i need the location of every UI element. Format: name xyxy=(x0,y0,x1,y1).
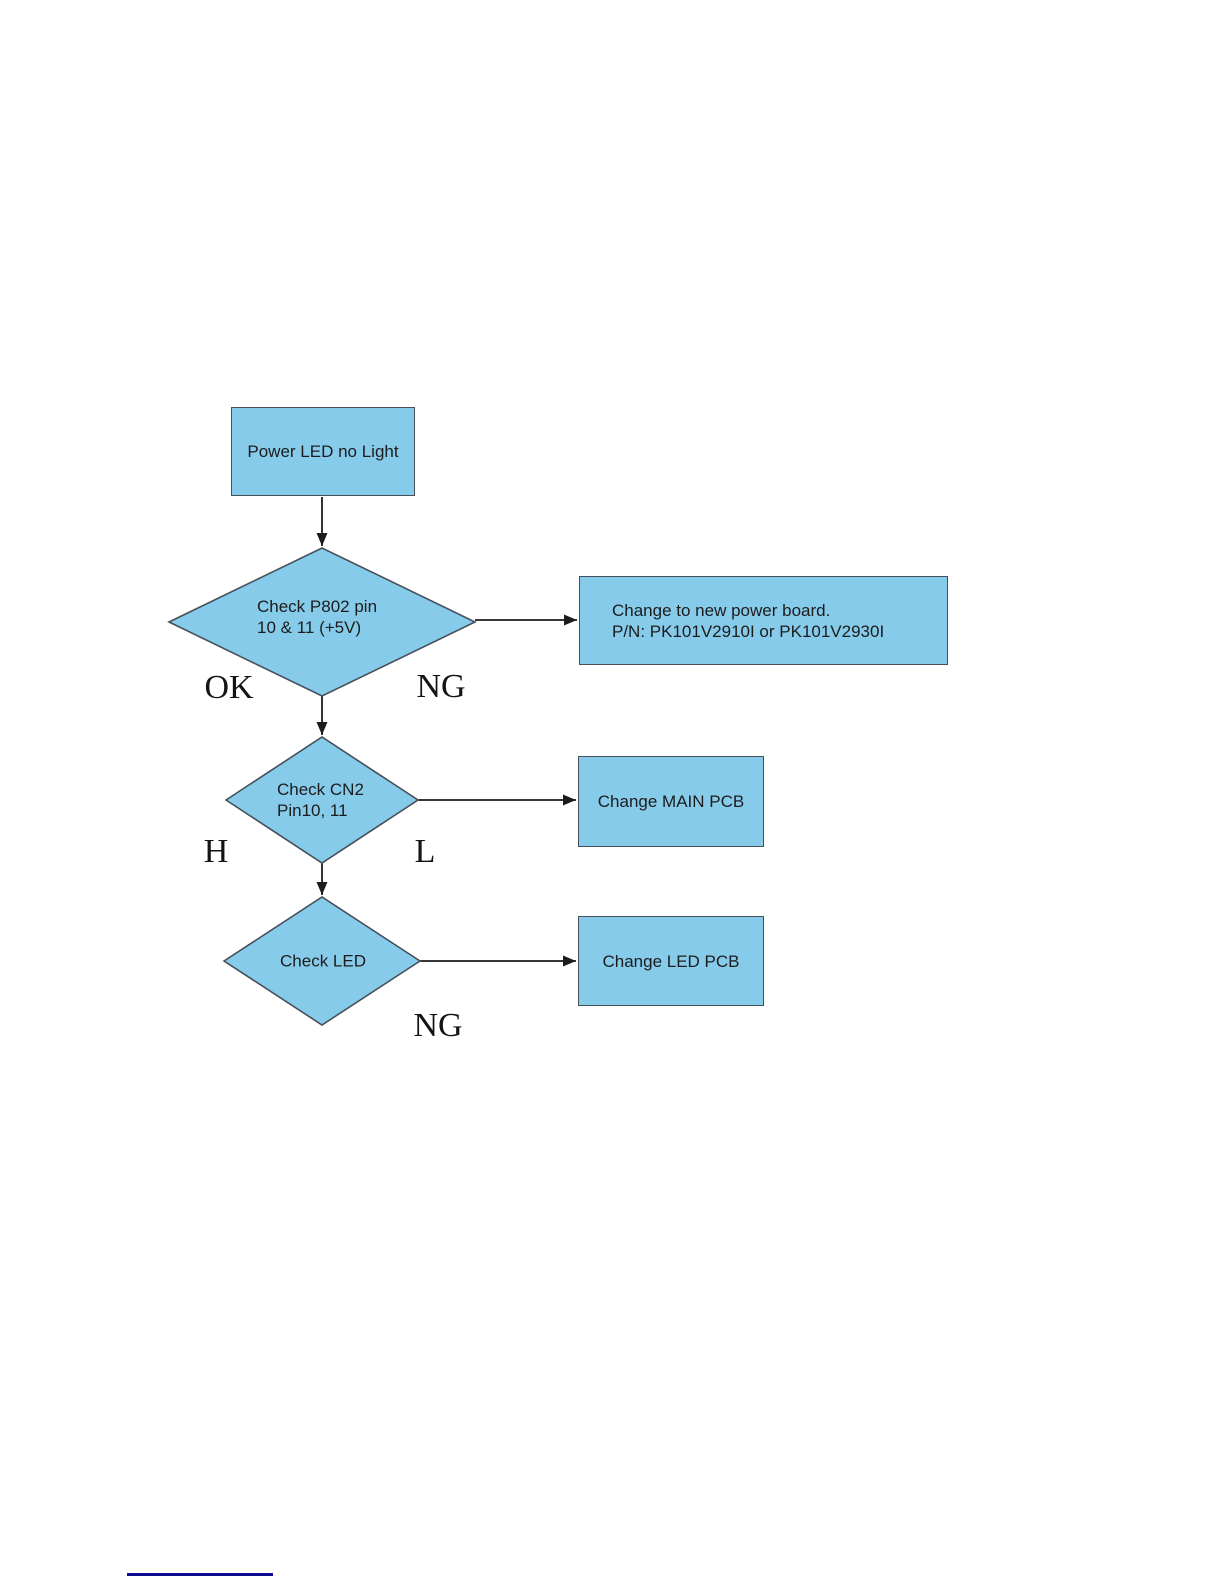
decision-check-led-shape xyxy=(222,896,422,1026)
node-label: Change LED PCB xyxy=(602,951,740,971)
decision-label-line2: 10 & 11 (+5V) xyxy=(257,618,362,637)
decision-label-line1: Check CN2 xyxy=(277,780,364,799)
branch-label-ng-bottom: NG xyxy=(413,1007,463,1044)
node-label: Change MAIN PCB xyxy=(597,792,745,811)
node-label-line1: Change to new power board. xyxy=(612,600,831,620)
node-label-line2: P/N: PK101V2910I or PK101V2930I xyxy=(612,621,885,641)
branch-label-h: H xyxy=(203,833,229,870)
branch-label-ng-top: NG xyxy=(416,668,466,705)
footer-link-underline[interactable] xyxy=(127,1573,273,1576)
decision-check-led-label: Check LED xyxy=(280,951,366,971)
decision-check-p802-label: Check P802 pin 10 & 11 (+5V) xyxy=(257,596,377,638)
decision-check-p802-shape xyxy=(167,547,477,697)
node-change-main-pcb: Change MAIN PCB xyxy=(578,756,764,847)
node-change-led-pcb: Change LED PCB xyxy=(578,916,764,1006)
decision-label-line2: Pin10, 11 xyxy=(277,801,348,820)
decision-check-cn2-shape xyxy=(224,736,420,864)
decision-check-cn2-label: Check CN2 Pin10, 11 xyxy=(277,779,364,821)
decision-label-line1: Check P802 pin xyxy=(257,597,378,616)
node-power-led-no-light: Power LED no Light xyxy=(231,407,415,496)
branch-label-ok: OK xyxy=(204,669,254,706)
node-change-power-board: Change to new power board. P/N: PK101V29… xyxy=(579,576,948,665)
node-label: Power LED no Light xyxy=(247,442,399,461)
branch-label-l: L xyxy=(414,833,436,870)
